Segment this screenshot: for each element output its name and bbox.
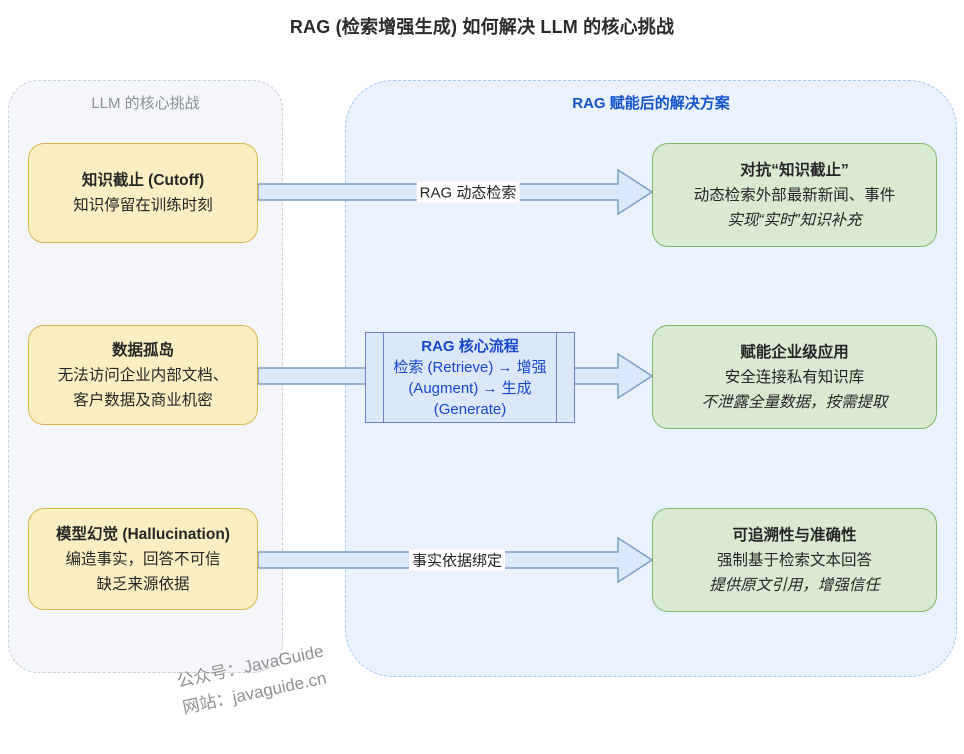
solution-title: 可追溯性与准确性: [732, 526, 857, 544]
solution-line: 动态检索外部最新新闻、事件: [693, 186, 896, 204]
challenge-line: 知识停留在训练时刻: [73, 197, 213, 214]
solutions-panel-title: RAG 赋能后的解决方案: [572, 95, 730, 112]
solution-note: 提供原文引用，增强信任: [709, 576, 880, 594]
rag-core-process-box: RAG 核心流程 检索 (Retrieve) → 增强 (Augment) → …: [365, 332, 575, 423]
challenge-title: 模型幻觉 (Hallucination): [56, 525, 230, 543]
challenge-box-cutoff: 知识截止 (Cutoff) 知识停留在训练时刻: [28, 143, 258, 243]
challenge-line: 缺乏来源依据: [96, 575, 190, 593]
arrow-label-fact-grounding: 事实依据绑定: [408, 549, 506, 571]
solution-box-cutoff: 对抗“知识截止” 动态检索外部最新新闻、事件 实现“实时”知识补充: [652, 143, 937, 247]
challenges-panel-title: LLM 的核心挑战: [91, 95, 200, 112]
rag-core-process-content: RAG 核心流程 检索 (Retrieve) → 增强 (Augment) → …: [383, 333, 557, 422]
diagram-title: RAG (检索增强生成) 如何解决 LLM 的核心挑战: [289, 17, 675, 37]
solution-title: 对抗“知识截止”: [740, 161, 849, 179]
challenge-line: 客户数据及商业机密: [73, 391, 213, 409]
challenge-line: 无法访问企业内部文档、: [57, 366, 229, 384]
challenge-title: 知识截止 (Cutoff): [81, 172, 205, 189]
solution-line: 强制基于检索文本回答: [716, 551, 872, 569]
process-body: 检索 (Retrieve) → 增强 (Augment) → 生成 (Gener…: [393, 358, 547, 418]
solution-box-traceability: 可追溯性与准确性 强制基于检索文本回答 提供原文引用，增强信任: [652, 508, 937, 612]
challenge-box-hallucination: 模型幻觉 (Hallucination) 编造事实，回答不可信 缺乏来源依据: [28, 508, 258, 610]
solution-title: 赋能企业级应用: [740, 343, 849, 361]
solution-line: 安全连接私有知识库: [724, 368, 865, 386]
challenge-box-data-silo: 数据孤岛 无法访问企业内部文档、 客户数据及商业机密: [28, 325, 258, 425]
solution-note: 实现“实时”知识补充: [727, 211, 862, 229]
process-title: RAG 核心流程: [421, 337, 519, 355]
challenge-title: 数据孤岛: [111, 341, 174, 359]
solution-box-enterprise: 赋能企业级应用 安全连接私有知识库 不泄露全量数据，按需提取: [652, 325, 937, 429]
solution-note: 不泄露全量数据，按需提取: [701, 393, 888, 411]
arrow-label-dynamic-retrieval: RAG 动态检索: [416, 181, 520, 203]
challenge-line: 编造事实，回答不可信: [65, 550, 221, 568]
